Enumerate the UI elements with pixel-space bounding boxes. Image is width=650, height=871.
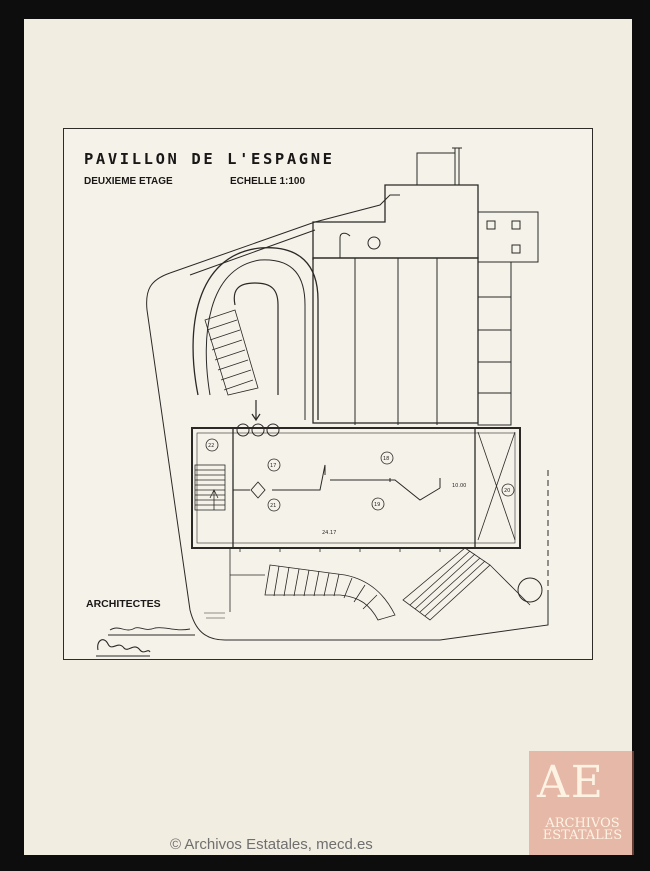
lower-stairs <box>264 564 396 621</box>
logo-name: ARCHIVOS ESTATALES <box>535 816 630 843</box>
room-number-17: 17 <box>270 463 276 469</box>
drawing-title: PAVILLON DE L'ESPAGNE <box>84 150 335 168</box>
west-stairs <box>194 464 226 511</box>
architects-label: ARCHITECTES <box>86 598 161 610</box>
room-number-19: 19 <box>374 502 380 508</box>
signature-sert <box>108 627 195 636</box>
room-markers <box>205 438 515 512</box>
copyright-notice: © Archivos Estatales, mecd.es <box>170 836 373 853</box>
logo-name-line1: ARCHIVOS <box>545 816 620 831</box>
diagonal-stairs <box>402 547 491 621</box>
logo-letters: AE <box>537 757 605 808</box>
dimension-width: 10.00 <box>452 483 466 489</box>
room-number-22: 22 <box>208 443 214 449</box>
floor-label: DEUXIEME ETAGE <box>84 176 173 187</box>
archive-logo: AE ARCHIVOS ESTATALES <box>529 751 634 855</box>
plan-frame <box>63 128 593 660</box>
room-number-21: 21 <box>270 503 276 509</box>
room-number-18: 18 <box>383 456 389 462</box>
room-number-20: 20 <box>504 488 510 494</box>
logo-name-line2: ESTATALES <box>542 828 623 843</box>
signature-lacasa <box>96 639 151 657</box>
tower-stairs <box>204 309 259 396</box>
scale-label: ECHELLE 1:100 <box>230 176 306 187</box>
dimension-length: 24.17 <box>322 530 336 536</box>
